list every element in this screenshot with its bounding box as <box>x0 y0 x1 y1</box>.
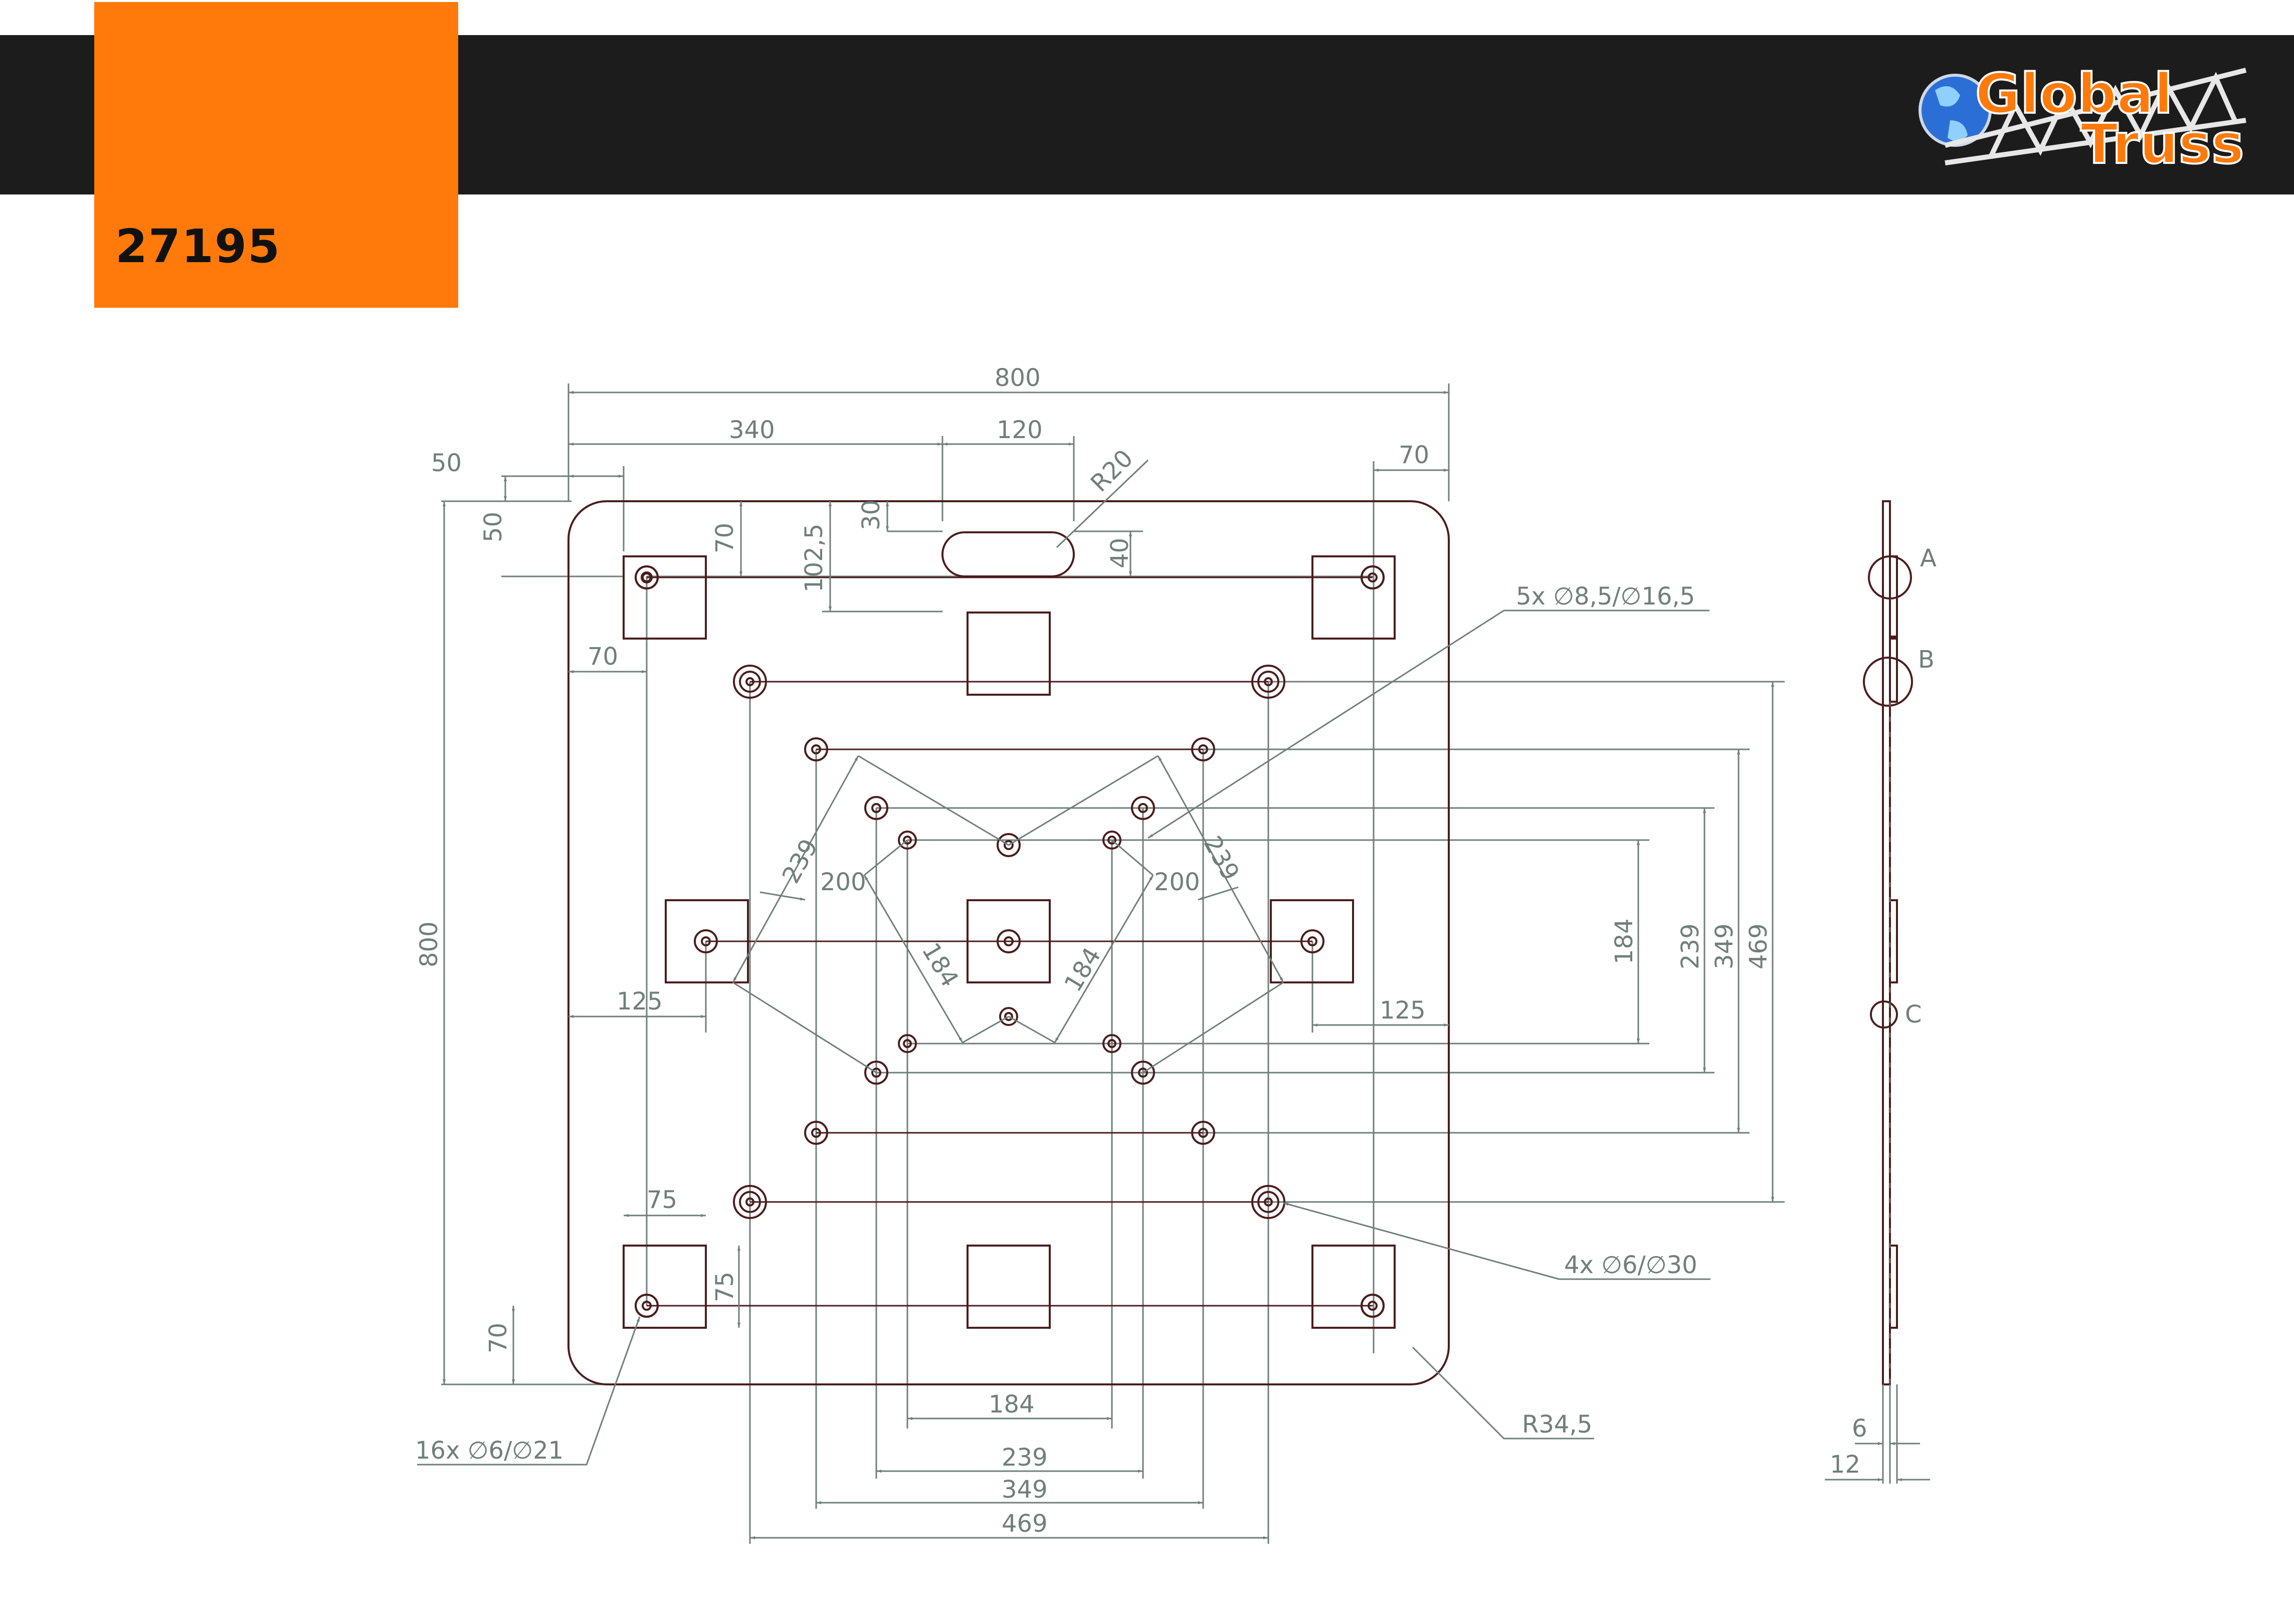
dim-overall-height: 800 <box>415 921 443 967</box>
callout-labels: 5x ∅8,5/∅16,5 4x ∅6/∅30 16x ∅6/∅21 R34,5 <box>415 582 1697 1465</box>
dim-mid-left: 125 <box>617 987 663 1016</box>
detail-label-c: C <box>1905 1000 1922 1029</box>
detail-label-a: A <box>1920 544 1937 572</box>
dim-bottom-left: 70 <box>484 1323 512 1353</box>
leader-lines <box>417 459 1710 1466</box>
dim-left-offset: 340 <box>729 416 775 444</box>
dim-200-left: 200 <box>820 868 866 896</box>
dim-handle-height: 40 <box>1106 538 1134 568</box>
hole-small <box>999 1007 1018 1026</box>
callout-4x-holes: 4x ∅6/∅30 <box>1564 1251 1697 1279</box>
hole-large <box>1251 1185 1285 1219</box>
article-number: 27195 <box>115 220 281 273</box>
holes <box>635 565 1385 1318</box>
dim-square-width: 75 <box>647 1186 677 1214</box>
hole-corner <box>1361 565 1385 589</box>
detail-a-circle <box>1868 555 1912 599</box>
dim-mid-right: 125 <box>1380 996 1426 1025</box>
dim-overall-width: 800 <box>995 364 1041 392</box>
dim-h-469: 469 <box>1002 1510 1048 1538</box>
hole-medium <box>1300 929 1324 953</box>
dimension-labels: 800 340 120 R20 70 50 50 70 102,5 30 40 … <box>415 364 1773 1538</box>
hole-medium <box>1131 796 1155 820</box>
dim-h-349: 349 <box>1002 1476 1048 1504</box>
dim-v-349: 349 <box>1710 923 1739 969</box>
detail-label-b: B <box>1918 646 1935 674</box>
dim-top-left-h: 50 <box>431 449 462 477</box>
dim-v-239: 239 <box>1676 923 1704 969</box>
brand-name-bottom: Truss <box>2080 112 2244 175</box>
hole-large <box>733 665 767 699</box>
callout-16x-holes: 16x ∅6/∅21 <box>415 1437 563 1465</box>
plate-geometry <box>567 500 1450 1385</box>
hole-small <box>997 833 1021 857</box>
square-top-left <box>623 555 707 640</box>
dim-diag-184-left: 184 <box>916 938 964 991</box>
hole-medium <box>1131 1061 1155 1085</box>
dim-right-edge: 70 <box>1399 441 1429 469</box>
brand-name-top: Global <box>1975 62 2173 126</box>
dim-total-thickness: 12 <box>1830 1451 1860 1479</box>
dim-h-184: 184 <box>989 1390 1035 1418</box>
dimension-lines <box>443 391 1774 1539</box>
callout-corner-radius: R34,5 <box>1522 1410 1592 1439</box>
hole-medium <box>694 929 718 953</box>
hole-medium <box>864 1061 888 1085</box>
handle-slot <box>941 531 1075 577</box>
square-bottom-left <box>623 1245 707 1329</box>
dim-handle-radius: R20 <box>1085 444 1138 497</box>
detail-b-circle <box>1863 657 1913 707</box>
dim-square-from-top: 102,5 <box>800 524 828 592</box>
dim-handle-width: 120 <box>997 416 1043 444</box>
side-view: A B C 6 12 <box>1825 500 1937 1484</box>
side-view-plate <box>1882 500 1891 1385</box>
dim-200-right: 200 <box>1154 868 1200 896</box>
hole-corner <box>1361 1294 1385 1318</box>
dim-square-height: 75 <box>711 1272 739 1302</box>
hole-large <box>733 1185 767 1219</box>
hole-small <box>1102 831 1121 850</box>
hole-small <box>997 929 1021 953</box>
callout-5x-holes: 5x ∅8,5/∅16,5 <box>1516 582 1695 611</box>
dim-top-left-v: 50 <box>479 512 507 542</box>
square-bottom-right <box>1311 1245 1396 1329</box>
hole-medium <box>864 796 888 820</box>
square-top-right <box>1311 555 1396 640</box>
dim-left-edge: 70 <box>588 643 618 671</box>
dim-plate-thickness: 6 <box>1852 1414 1867 1443</box>
detail-c-circle <box>1870 1000 1898 1029</box>
dim-handle-from-top: 30 <box>857 500 885 530</box>
square-bottom-center <box>967 1245 1051 1329</box>
truss-icon <box>1944 68 2247 165</box>
hole-medium <box>1191 1121 1215 1145</box>
dim-diag-184-right: 184 <box>1059 943 1106 996</box>
hole-large <box>1251 665 1285 699</box>
base-plate-outline <box>567 500 1450 1385</box>
dim-v-184: 184 <box>1610 918 1638 964</box>
hole-small <box>898 831 917 850</box>
dim-hole-from-top: 70 <box>711 523 739 553</box>
hole-corner <box>635 1294 659 1318</box>
article-number-box <box>94 2 458 308</box>
dim-h-239: 239 <box>1002 1444 1048 1472</box>
square-top-center <box>967 612 1051 696</box>
hole-corner <box>635 565 659 589</box>
hole-small <box>641 571 653 583</box>
dim-v-469: 469 <box>1745 923 1773 969</box>
global-truss-logo: Global Truss <box>1919 61 2247 175</box>
hole-medium <box>804 1121 828 1145</box>
